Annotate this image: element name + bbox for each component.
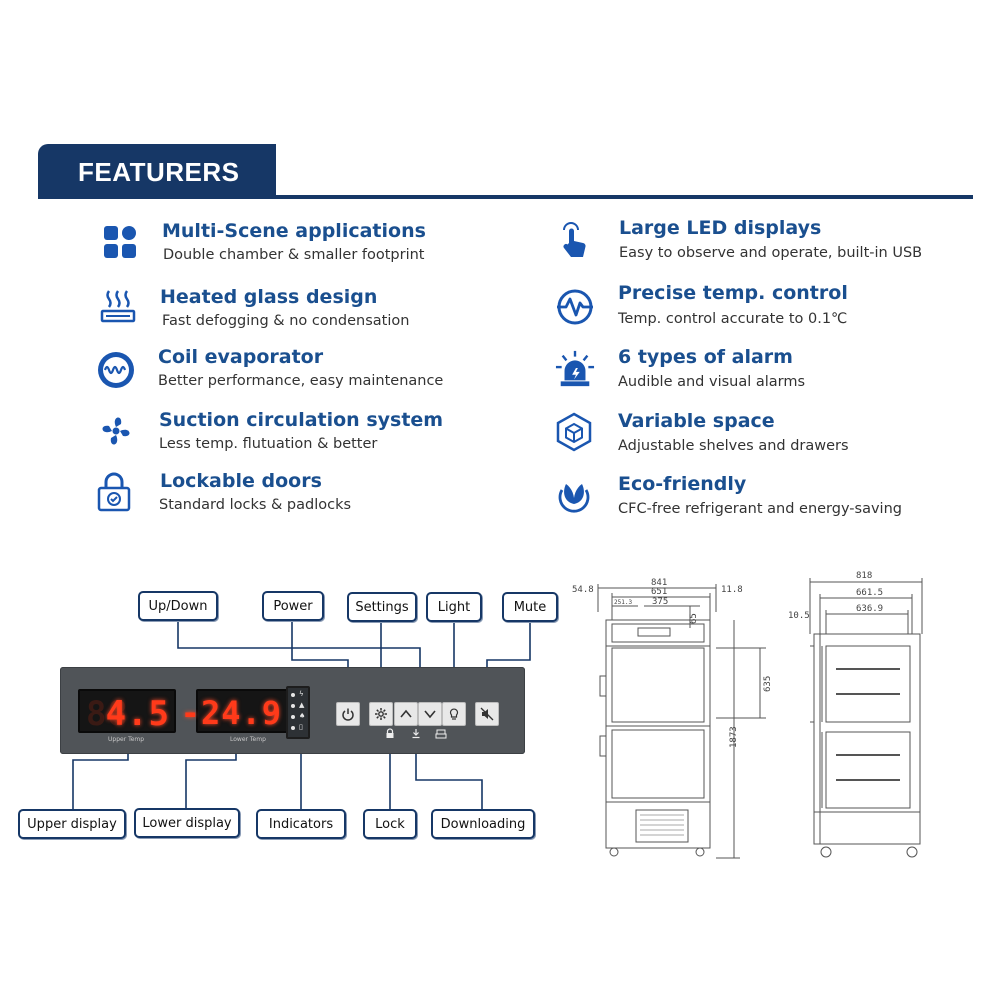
bell-icon: ♠ (299, 712, 306, 720)
usb-small-icon (434, 727, 448, 739)
bolt-icon: ϟ (299, 690, 304, 698)
dim-w-inner: 375 (652, 597, 668, 607)
indicator-strip: ϟ ▲ ♠ ▯ (286, 686, 310, 739)
dim-d-total: 818 (856, 571, 872, 581)
lock-small-icon (383, 727, 397, 739)
power-icon (342, 708, 354, 721)
cube-icon (554, 412, 594, 452)
front-view-drawing (597, 584, 766, 859)
feature-desc: Better performance, easy maintenance (158, 373, 444, 389)
header-divider (276, 195, 973, 199)
light-button[interactable] (442, 702, 466, 726)
settings-button[interactable] (369, 702, 393, 726)
mute-icon (480, 707, 494, 721)
chevron-up-icon (400, 709, 412, 718)
indicator-dot (291, 726, 295, 730)
dim-h-top: 65 (689, 613, 699, 624)
feature-desc: Double chamber & smaller footprint (163, 247, 425, 263)
down-button[interactable] (418, 702, 442, 726)
callout-settings: Settings (347, 592, 417, 622)
feature-desc: Standard locks & padlocks (159, 497, 352, 513)
indicator-dot (291, 693, 295, 697)
grid-squares-icon (100, 222, 140, 262)
lower-temp-label: Lower Temp (230, 736, 266, 743)
door-icon: ▯ (299, 723, 303, 731)
feature-desc: Adjustable shelves and drawers (618, 438, 849, 454)
dim-w-small: 251.3 (614, 599, 632, 606)
callout-upper-display: Upper display (18, 809, 126, 839)
dim-w-total: 841 (651, 578, 667, 588)
callout-lock: Lock (363, 809, 417, 839)
feature-desc: Less temp. flutuation & better (159, 436, 378, 452)
callout-downloading: Downloading (431, 809, 535, 839)
heated-glass-icon (98, 286, 138, 326)
feature-title: Multi-Scene applications (162, 220, 426, 242)
pulse-icon (555, 287, 595, 327)
dim-w-left: 54.8 (572, 585, 594, 595)
callout-up-down: Up/Down (138, 591, 218, 621)
dim-d-offset: 10.5 (788, 611, 810, 621)
dim-h-door: 635 (763, 676, 773, 692)
feature-desc: Temp. control accurate to 0.1℃ (618, 311, 848, 327)
feature-title: Lockable doors (160, 470, 322, 492)
dim-w-body: 651 (651, 587, 667, 597)
power-button[interactable] (336, 702, 360, 726)
lock-icon (94, 472, 134, 512)
side-view-drawing (809, 578, 923, 858)
upper-temp-label: Upper Temp (108, 736, 145, 743)
indicator-dot (291, 715, 295, 719)
light-bulb-icon (449, 708, 459, 720)
gear-icon (375, 708, 387, 720)
mute-button[interactable] (475, 702, 499, 726)
chevron-down-icon (424, 710, 436, 719)
feature-title: Large LED displays (619, 217, 822, 239)
feature-title: 6 types of alarm (618, 346, 793, 368)
callout-power: Power (262, 591, 324, 621)
up-button[interactable] (394, 702, 418, 726)
upper-display-ghost-digits: 88 (86, 694, 129, 734)
feature-title: Coil evaporator (158, 346, 324, 368)
callout-mute: Mute (502, 592, 558, 622)
feature-desc: Fast defogging & no condensation (162, 313, 410, 329)
page-title: FEATURERS (78, 157, 240, 187)
feature-title: Heated glass design (160, 286, 378, 308)
upper-temp-value: 4.5 (105, 694, 170, 734)
feature-desc: Easy to observe and operate, built-in US… (619, 245, 923, 261)
alarm-bell-icon: ▲ (299, 701, 305, 709)
coil-icon (96, 350, 136, 390)
touch-hand-icon (554, 222, 594, 262)
callout-lower-display: Lower display (134, 808, 240, 838)
leaf-icon (554, 476, 594, 516)
feature-title: Eco-friendly (618, 473, 747, 495)
feature-title: Variable space (618, 410, 775, 432)
indicator-dot (291, 704, 295, 708)
upper-temp-display: 88 4.5 (78, 689, 176, 734)
dim-w-right: 11.8 (721, 585, 743, 595)
feature-title: Suction circulation system (159, 409, 444, 431)
dim-h-total: 1873 (729, 726, 739, 748)
lower-temp-display: -24.9 (181, 689, 288, 733)
download-small-icon (409, 727, 423, 739)
lower-temp-value: -24.9 (180, 694, 282, 732)
feature-desc: CFC-free refrigerant and energy-saving (618, 501, 902, 517)
callout-indicators: Indicators (256, 809, 346, 839)
dim-d-body: 661.5 (856, 588, 883, 598)
alarm-light-icon (555, 349, 595, 389)
feature-desc: Audible and visual alarms (618, 374, 806, 390)
feature-title: Precise temp. control (618, 282, 848, 304)
header-banner: FEATURERS (38, 144, 276, 199)
dim-d-inner: 636.9 (856, 604, 883, 614)
callout-light: Light (426, 592, 482, 622)
fan-icon (96, 411, 136, 451)
